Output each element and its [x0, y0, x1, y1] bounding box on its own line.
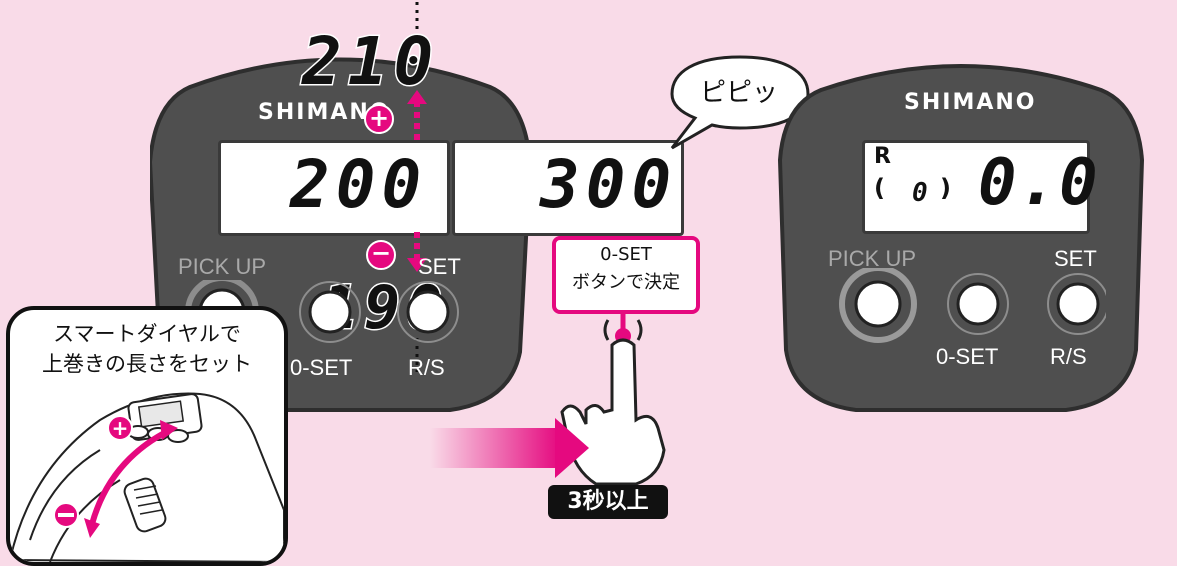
left-zero-set-label: 0-SET — [290, 355, 353, 380]
confirm-line2: ボタンで決定 — [572, 272, 680, 293]
inset-caption-line2: 上巻きの長さをセット — [42, 352, 252, 376]
right-rs-label: R/S — [1050, 344, 1087, 369]
press-arrow-head — [555, 418, 589, 478]
right-pickup-label: PICK UP — [828, 246, 917, 271]
right-lcd-value: 0.0 — [978, 146, 1100, 220]
right-zero-set-label: 0-SET — [936, 344, 999, 369]
beep-speech-bubble — [670, 55, 810, 150]
confirm-callout-box — [552, 236, 700, 314]
plus-icon: + — [364, 104, 394, 134]
beep-text: ピピッ — [700, 78, 779, 108]
right-lcd-paren-open: ( — [874, 174, 885, 202]
right-buttons — [839, 268, 1106, 343]
right-set-label: SET — [1054, 246, 1097, 271]
right-lcd-small-value: 0 — [912, 178, 928, 208]
right-lcd-indicator-r: R — [874, 144, 891, 169]
minus-icon: − — [366, 240, 396, 270]
inset-caption-line1: スマートダイヤルで — [53, 322, 241, 346]
left-lcd-value: 200 — [290, 146, 428, 223]
middle-lcd-value: 300 — [540, 146, 678, 223]
left-adjust-arrows — [407, 2, 427, 372]
press-arrow — [430, 428, 560, 468]
right-brand-logo: SHIMANO — [904, 90, 1037, 115]
left-pickup-label: PICK UP — [178, 254, 267, 279]
svg-text:+: + — [112, 416, 129, 440]
confirm-line1: 0-SET — [600, 244, 652, 265]
left-set-label: SET — [418, 254, 461, 279]
right-lcd-screen — [862, 140, 1090, 234]
duration-badge: 3秒以上 — [548, 485, 668, 519]
inset-panel: + スマートダイヤルで 上巻きの長さをセット — [6, 306, 288, 566]
right-lcd-paren-close: ) — [940, 174, 951, 202]
reel-dial-illustration: + — [10, 392, 284, 562]
middle-lcd-screen — [452, 140, 684, 236]
left-plus-value: 210 — [300, 22, 440, 102]
left-lcd-screen — [218, 140, 450, 236]
left-rs-label: R/S — [408, 355, 445, 380]
